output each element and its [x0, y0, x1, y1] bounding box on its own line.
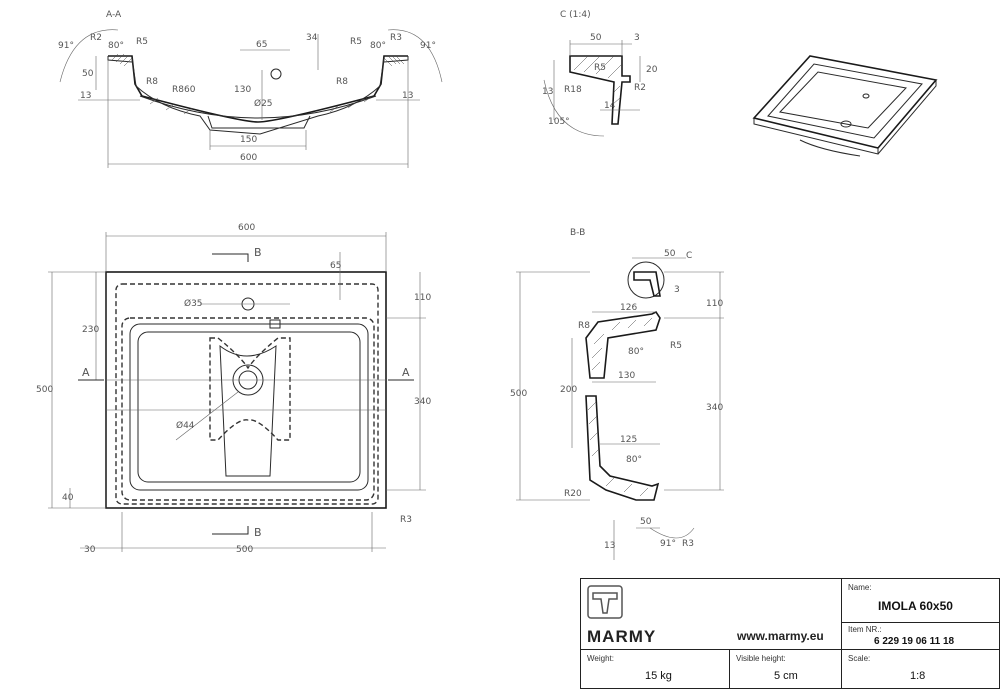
bb-d500: 500 [510, 389, 527, 399]
plan-d600: 600 [238, 223, 255, 233]
item-label: Item NR.: [848, 625, 882, 634]
aa-d34: 34 [306, 33, 318, 43]
plan-d30: 30 [84, 545, 96, 555]
scale-cell: Scale: 1:8 [841, 649, 1000, 689]
bb-angle91: 91° [660, 539, 676, 549]
aa-angle80-left: 80° [108, 41, 124, 51]
height-cell: Visible height: 5 cm [729, 649, 842, 689]
item-value: 6 229 19 06 11 18 [874, 636, 955, 647]
aa-r8-right: R8 [336, 77, 348, 87]
isometric-view [752, 55, 938, 157]
aa-d65: 65 [256, 40, 267, 50]
bb-d126: 126 [620, 303, 637, 313]
c-d14: 14 [604, 101, 616, 111]
aa-r5-left: R5 [136, 37, 148, 47]
bb-angle80-top: 80° [628, 347, 644, 357]
title-block: MARMY www.marmy.eu Name: IMOLA 60x50 Ite… [580, 578, 1000, 689]
bb-d130: 130 [618, 371, 635, 381]
bb-detail-c: C [686, 251, 692, 261]
plan-d500-left: 500 [36, 385, 53, 395]
aa-angle80-right: 80° [370, 41, 386, 51]
c-d20: 20 [646, 65, 658, 75]
c-r18: R18 [564, 85, 582, 95]
aa-d25: Ø25 [254, 98, 273, 109]
aa-d600: 600 [240, 153, 257, 163]
c-angle105: 105° [548, 117, 570, 127]
brand-cell: MARMY www.marmy.eu [580, 578, 842, 650]
bb-angle80-bottom: 80° [626, 455, 642, 465]
plan-r3: R3 [400, 515, 412, 525]
marmy-logo-icon [587, 585, 623, 619]
bb-d110: 110 [706, 299, 723, 309]
plan-d35: Ø35 [184, 298, 203, 309]
bb-d50-bottom: 50 [640, 517, 652, 527]
aa-d130: 130 [234, 85, 251, 95]
brand-name: MARMY [587, 627, 657, 646]
c-r5: R5 [594, 63, 606, 73]
plan-d65: 65 [330, 261, 341, 271]
section-aa-view: A-A 91° [58, 10, 443, 168]
aa-d13-right: 13 [402, 91, 413, 101]
plan-section-b-bottom: B [254, 526, 262, 539]
plan-section-a-left: A [82, 366, 90, 379]
scale-label: Scale: [848, 654, 871, 663]
bb-r3: R3 [682, 539, 694, 549]
section-aa-title: A-A [106, 10, 122, 20]
aa-r5-right: R5 [350, 37, 362, 47]
bb-d3: 3 [674, 285, 680, 295]
c-d50: 50 [590, 33, 602, 43]
bb-d50-top: 50 [664, 249, 676, 259]
bb-d340: 340 [706, 403, 723, 413]
plan-section-a-right: A [402, 366, 410, 379]
aa-r8-left: R8 [146, 77, 158, 87]
plan-d40: 40 [62, 493, 74, 503]
aa-angle-right: 91° [420, 41, 436, 51]
detail-c-view: C (1:4) 50 3 20 R5 R2 13 R18 14 105° [542, 10, 658, 137]
bb-r5: R5 [670, 341, 682, 351]
section-bb-title: B-B [570, 228, 585, 238]
c-d13: 13 [542, 87, 553, 97]
aa-r3-right: R3 [390, 33, 402, 43]
scale-value: 1:8 [910, 670, 926, 682]
height-label: Visible height: [736, 654, 786, 663]
plan-d340: 340 [414, 397, 431, 407]
aa-angle-left: 91° [58, 41, 74, 51]
aa-d150: 150 [240, 135, 257, 145]
detail-c-title: C (1:4) [560, 10, 591, 20]
weight-label: Weight: [587, 654, 614, 663]
aa-r2-left: R2 [90, 33, 102, 43]
plan-d44: Ø44 [176, 420, 195, 431]
name-cell: Name: IMOLA 60x50 [841, 578, 1000, 623]
plan-d230: 230 [82, 325, 99, 335]
item-cell: Item NR.: 6 229 19 06 11 18 [841, 622, 1000, 650]
bb-r20: R20 [564, 489, 582, 499]
name-value: IMOLA 60x50 [878, 599, 953, 613]
bb-d200: 200 [560, 385, 577, 395]
section-bb-view: B-B 50 C [510, 228, 724, 560]
website-link[interactable]: www.marmy.eu [737, 629, 824, 643]
height-value: 5 cm [774, 670, 798, 682]
name-label: Name: [848, 583, 872, 592]
c-d3: 3 [634, 33, 640, 43]
bb-r8: R8 [578, 321, 590, 331]
weight-value: 15 kg [645, 670, 672, 682]
aa-r860: R860 [172, 85, 196, 95]
plan-d500-bottom: 500 [236, 545, 253, 555]
plan-section-b-top: B [254, 246, 262, 259]
plan-view: B B A A 600 65 Ø35 110 230 500 Ø44 340 4… [36, 223, 431, 555]
bb-d125: 125 [620, 435, 637, 445]
aa-d13-left: 13 [80, 91, 91, 101]
plan-d110: 110 [414, 293, 431, 303]
c-r2: R2 [634, 83, 646, 93]
weight-cell: Weight: 15 kg [580, 649, 730, 689]
bb-d13: 13 [604, 541, 615, 551]
aa-d50: 50 [82, 69, 94, 79]
